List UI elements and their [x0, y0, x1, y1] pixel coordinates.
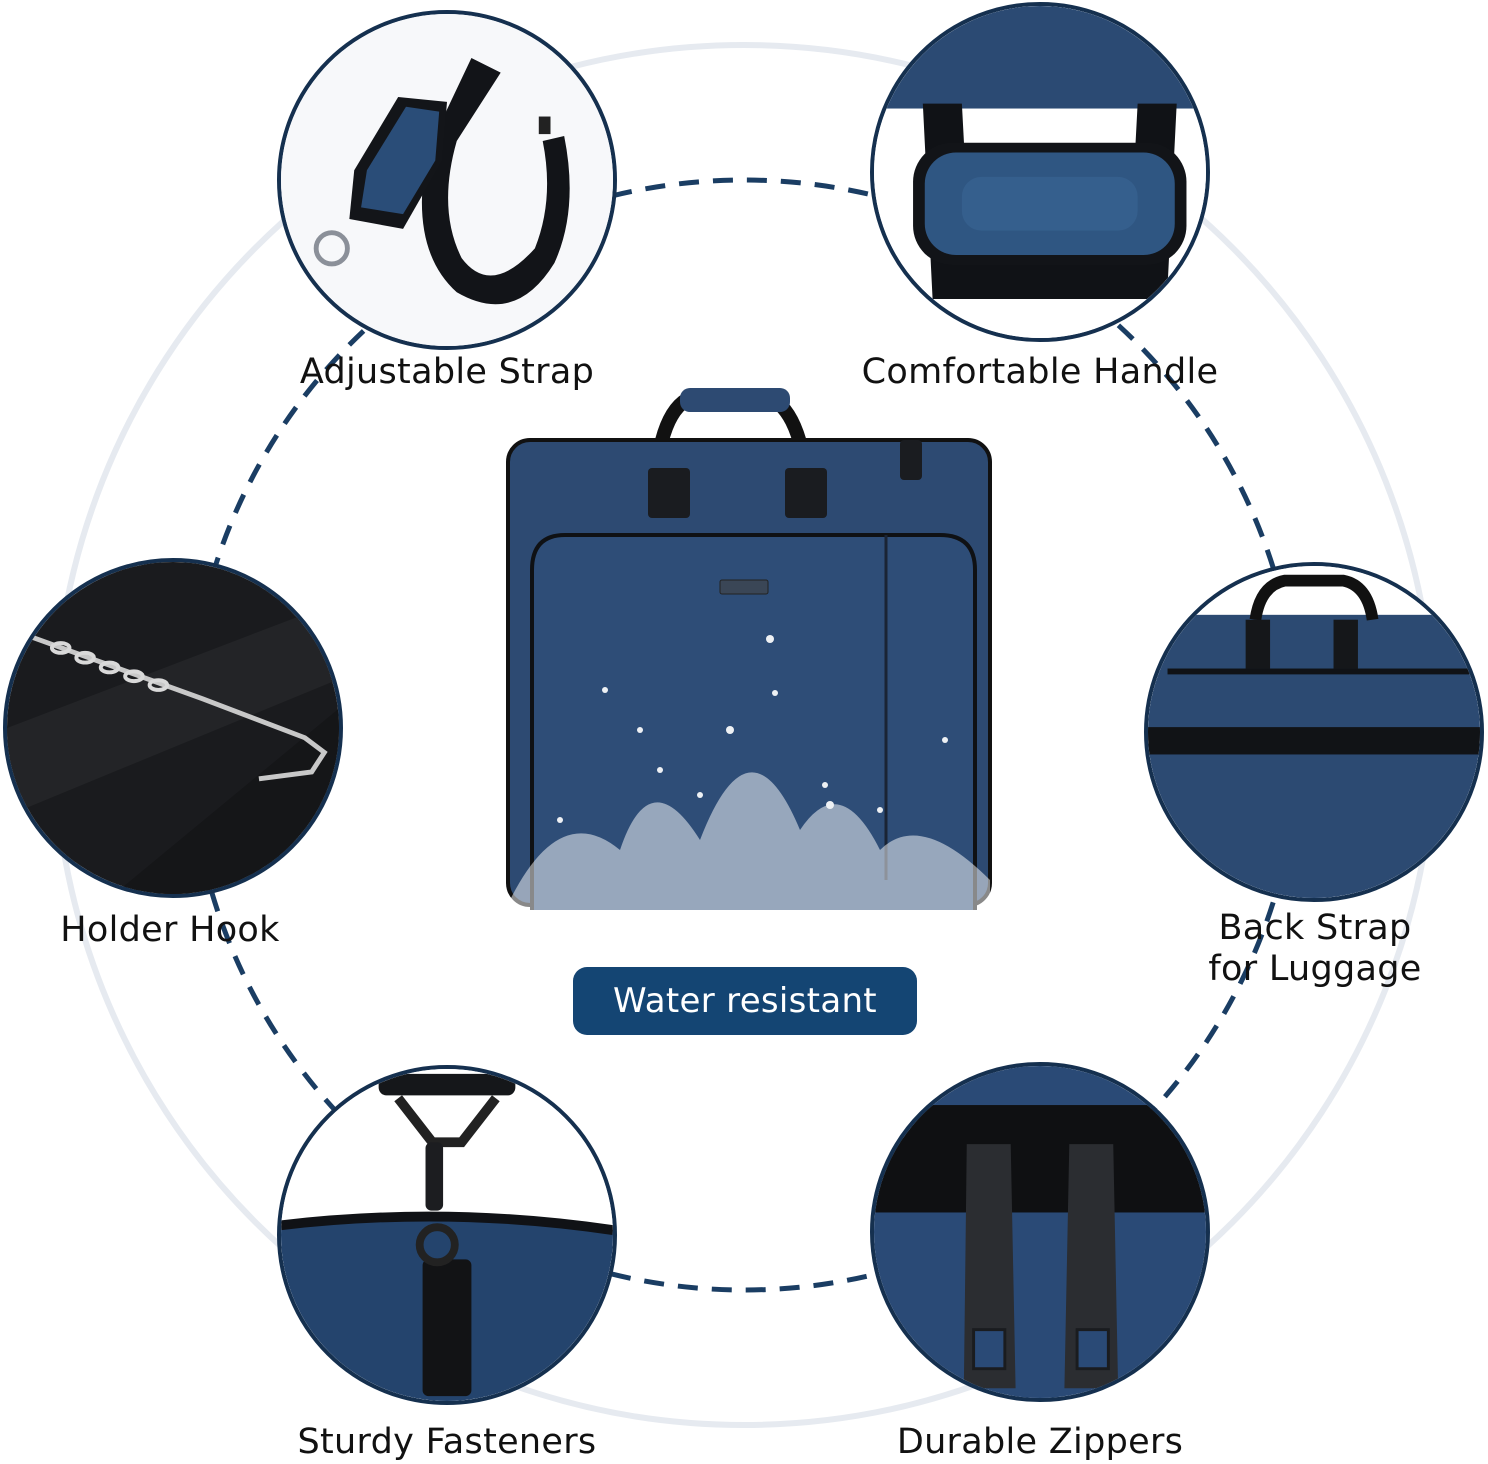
- feature-label-back-strap-line2: for Luggage: [1208, 949, 1422, 989]
- holder-hook-photo: [3, 558, 343, 898]
- feature-label-back-strap-line1: Back Strap: [1218, 908, 1412, 948]
- luggage-strap-icon: [1148, 566, 1480, 898]
- garment-bag-icon: [506, 388, 992, 910]
- fastener-clip-icon: [281, 1069, 613, 1401]
- hook-icon: [7, 562, 339, 894]
- feature-label-adjustable-strap: Adjustable Strap: [299, 352, 595, 392]
- feature-label-comfortable-handle: Comfortable Handle: [861, 352, 1219, 392]
- back-strap-photo: [1144, 562, 1484, 902]
- adjustable-strap-photo: [277, 10, 617, 350]
- feature-label-durable-zippers: Durable Zippers: [896, 1422, 1184, 1462]
- comfortable-handle-photo: [870, 2, 1210, 342]
- handle-icon: [874, 6, 1206, 338]
- feature-label-holder-hook: Holder Hook: [60, 910, 280, 950]
- sturdy-fasteners-photo: [277, 1065, 617, 1405]
- water-resistant-badge: Water resistant: [573, 967, 917, 1035]
- zipper-icon: [874, 1066, 1206, 1398]
- shoulder-strap-icon: [281, 14, 613, 346]
- garment-bag-photo: [500, 380, 1000, 910]
- feature-label-sturdy-fasteners: Sturdy Fasteners: [297, 1422, 597, 1462]
- durable-zippers-photo: [870, 1062, 1210, 1402]
- feature-label-back-strap: Back Strap for Luggage: [1160, 908, 1470, 990]
